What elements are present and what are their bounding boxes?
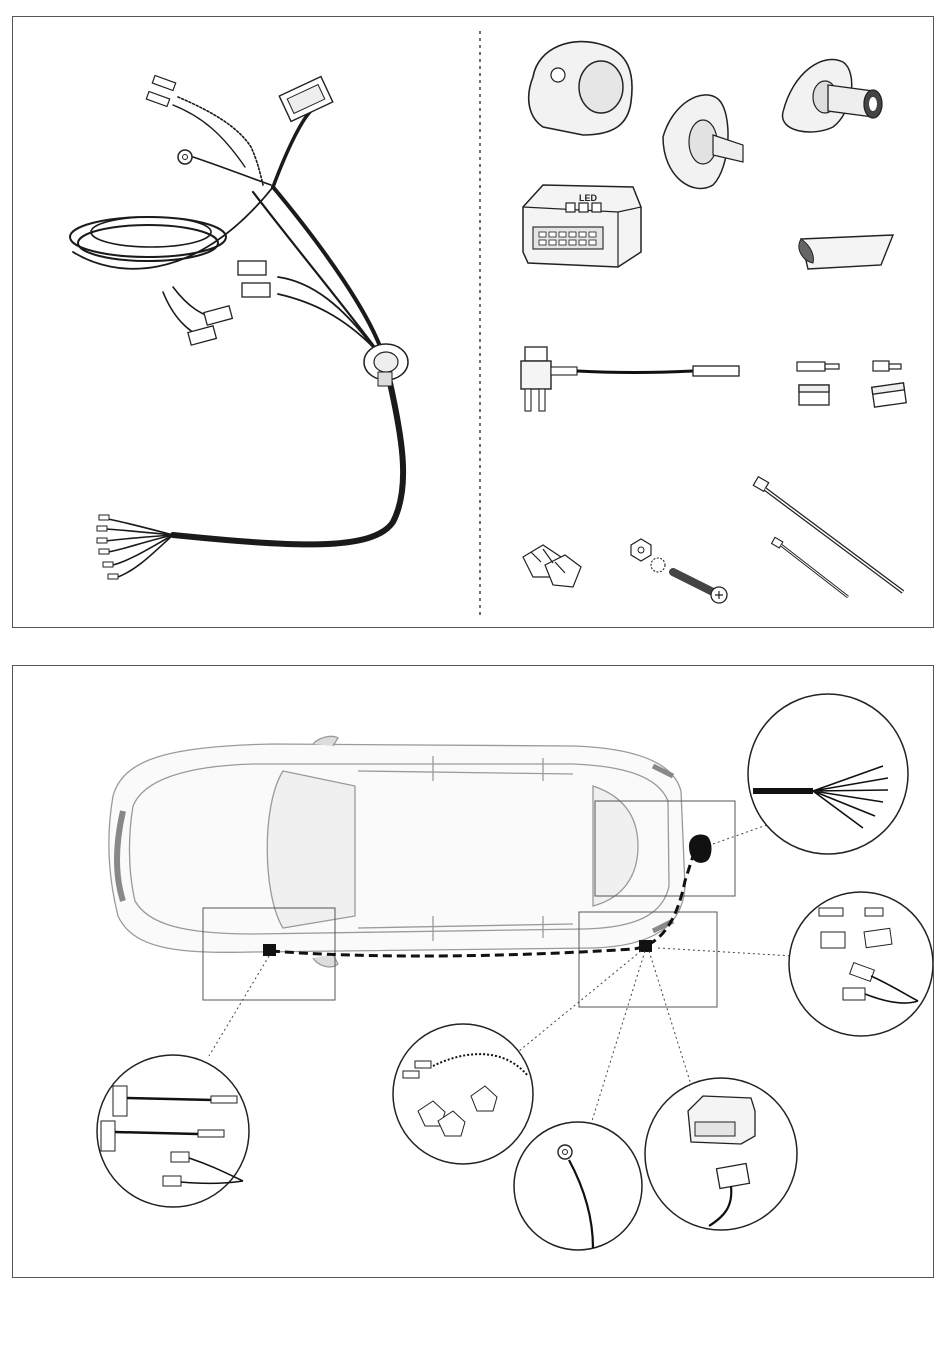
module-led-label: LED [579, 193, 598, 203]
connectors-small [797, 361, 901, 371]
installation-panel [12, 665, 934, 1278]
socket-mounting-plate [783, 59, 882, 132]
fuse-tap-cable [521, 347, 739, 411]
connectors-large [799, 383, 906, 407]
kit-contents-drawing: LED [13, 17, 933, 627]
installation-drawing [13, 666, 933, 1277]
harness-small-connectors [188, 261, 270, 345]
connector-set-detail [789, 892, 933, 1036]
harness-wire-ends [97, 515, 118, 579]
harness-grommet [364, 344, 408, 386]
wire-tap-clips-detail [393, 1024, 533, 1164]
module-plug-detail [645, 1078, 797, 1230]
adhesive-pad [799, 235, 893, 269]
nut-washer-bolt [631, 539, 727, 603]
kit-contents-panel: LED [12, 16, 934, 628]
socket-13-pin [529, 42, 632, 135]
rear-cable-end-detail [748, 694, 908, 854]
ground-ring-detail [514, 1122, 642, 1250]
cable-clips [523, 545, 581, 587]
cable-ties [753, 477, 903, 597]
wiring-harness [70, 97, 403, 577]
socket-gasket [663, 95, 743, 189]
fuse-tap-detail [97, 1055, 249, 1207]
harness-plug-connector [279, 77, 333, 122]
harness-blade-terminals [146, 75, 175, 106]
car-top-view [109, 736, 685, 966]
control-module: LED [523, 185, 641, 267]
harness-ring-terminal [178, 150, 192, 164]
